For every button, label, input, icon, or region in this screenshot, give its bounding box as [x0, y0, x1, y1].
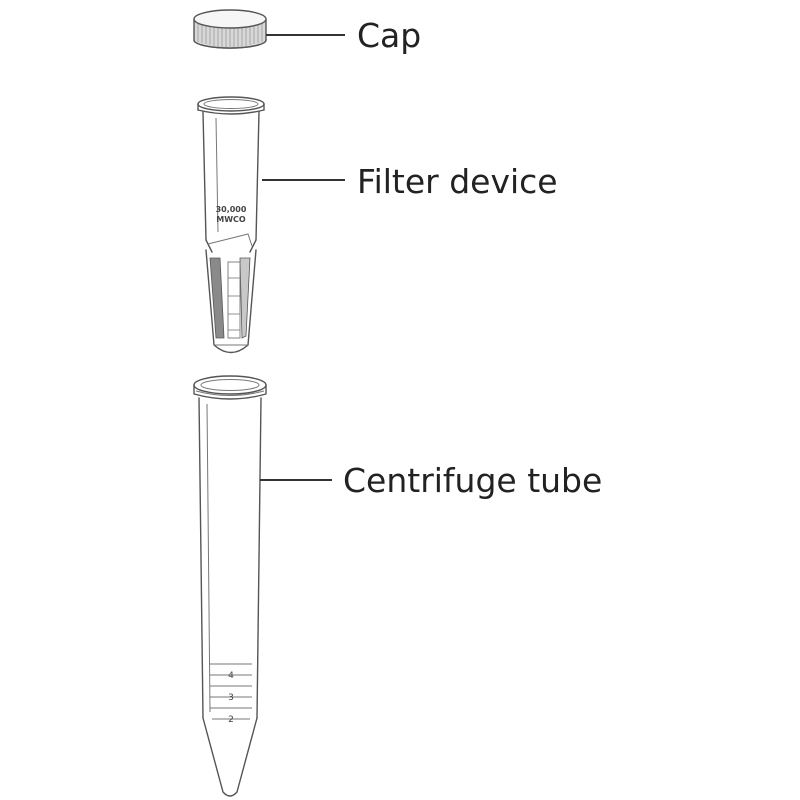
filter-device-label: Filter device [357, 162, 558, 201]
filter-mwco-value: 30,000 [216, 205, 247, 214]
graduation-label-3: 3 [228, 693, 234, 703]
graduation-label-2: 2 [228, 715, 234, 725]
centrifuge-tube: 4 3 2 [193, 375, 267, 797]
graduation-label-4: 4 [228, 671, 234, 681]
centrifuge-tube-label: Centrifuge tube [343, 461, 602, 500]
filter-mwco-unit: MWCO [216, 215, 246, 224]
cap [193, 9, 267, 49]
tube-graduations: 4 3 2 [210, 663, 252, 725]
cap-label: Cap [357, 16, 421, 55]
filter-device: 30,000 MWCO [197, 96, 265, 354]
